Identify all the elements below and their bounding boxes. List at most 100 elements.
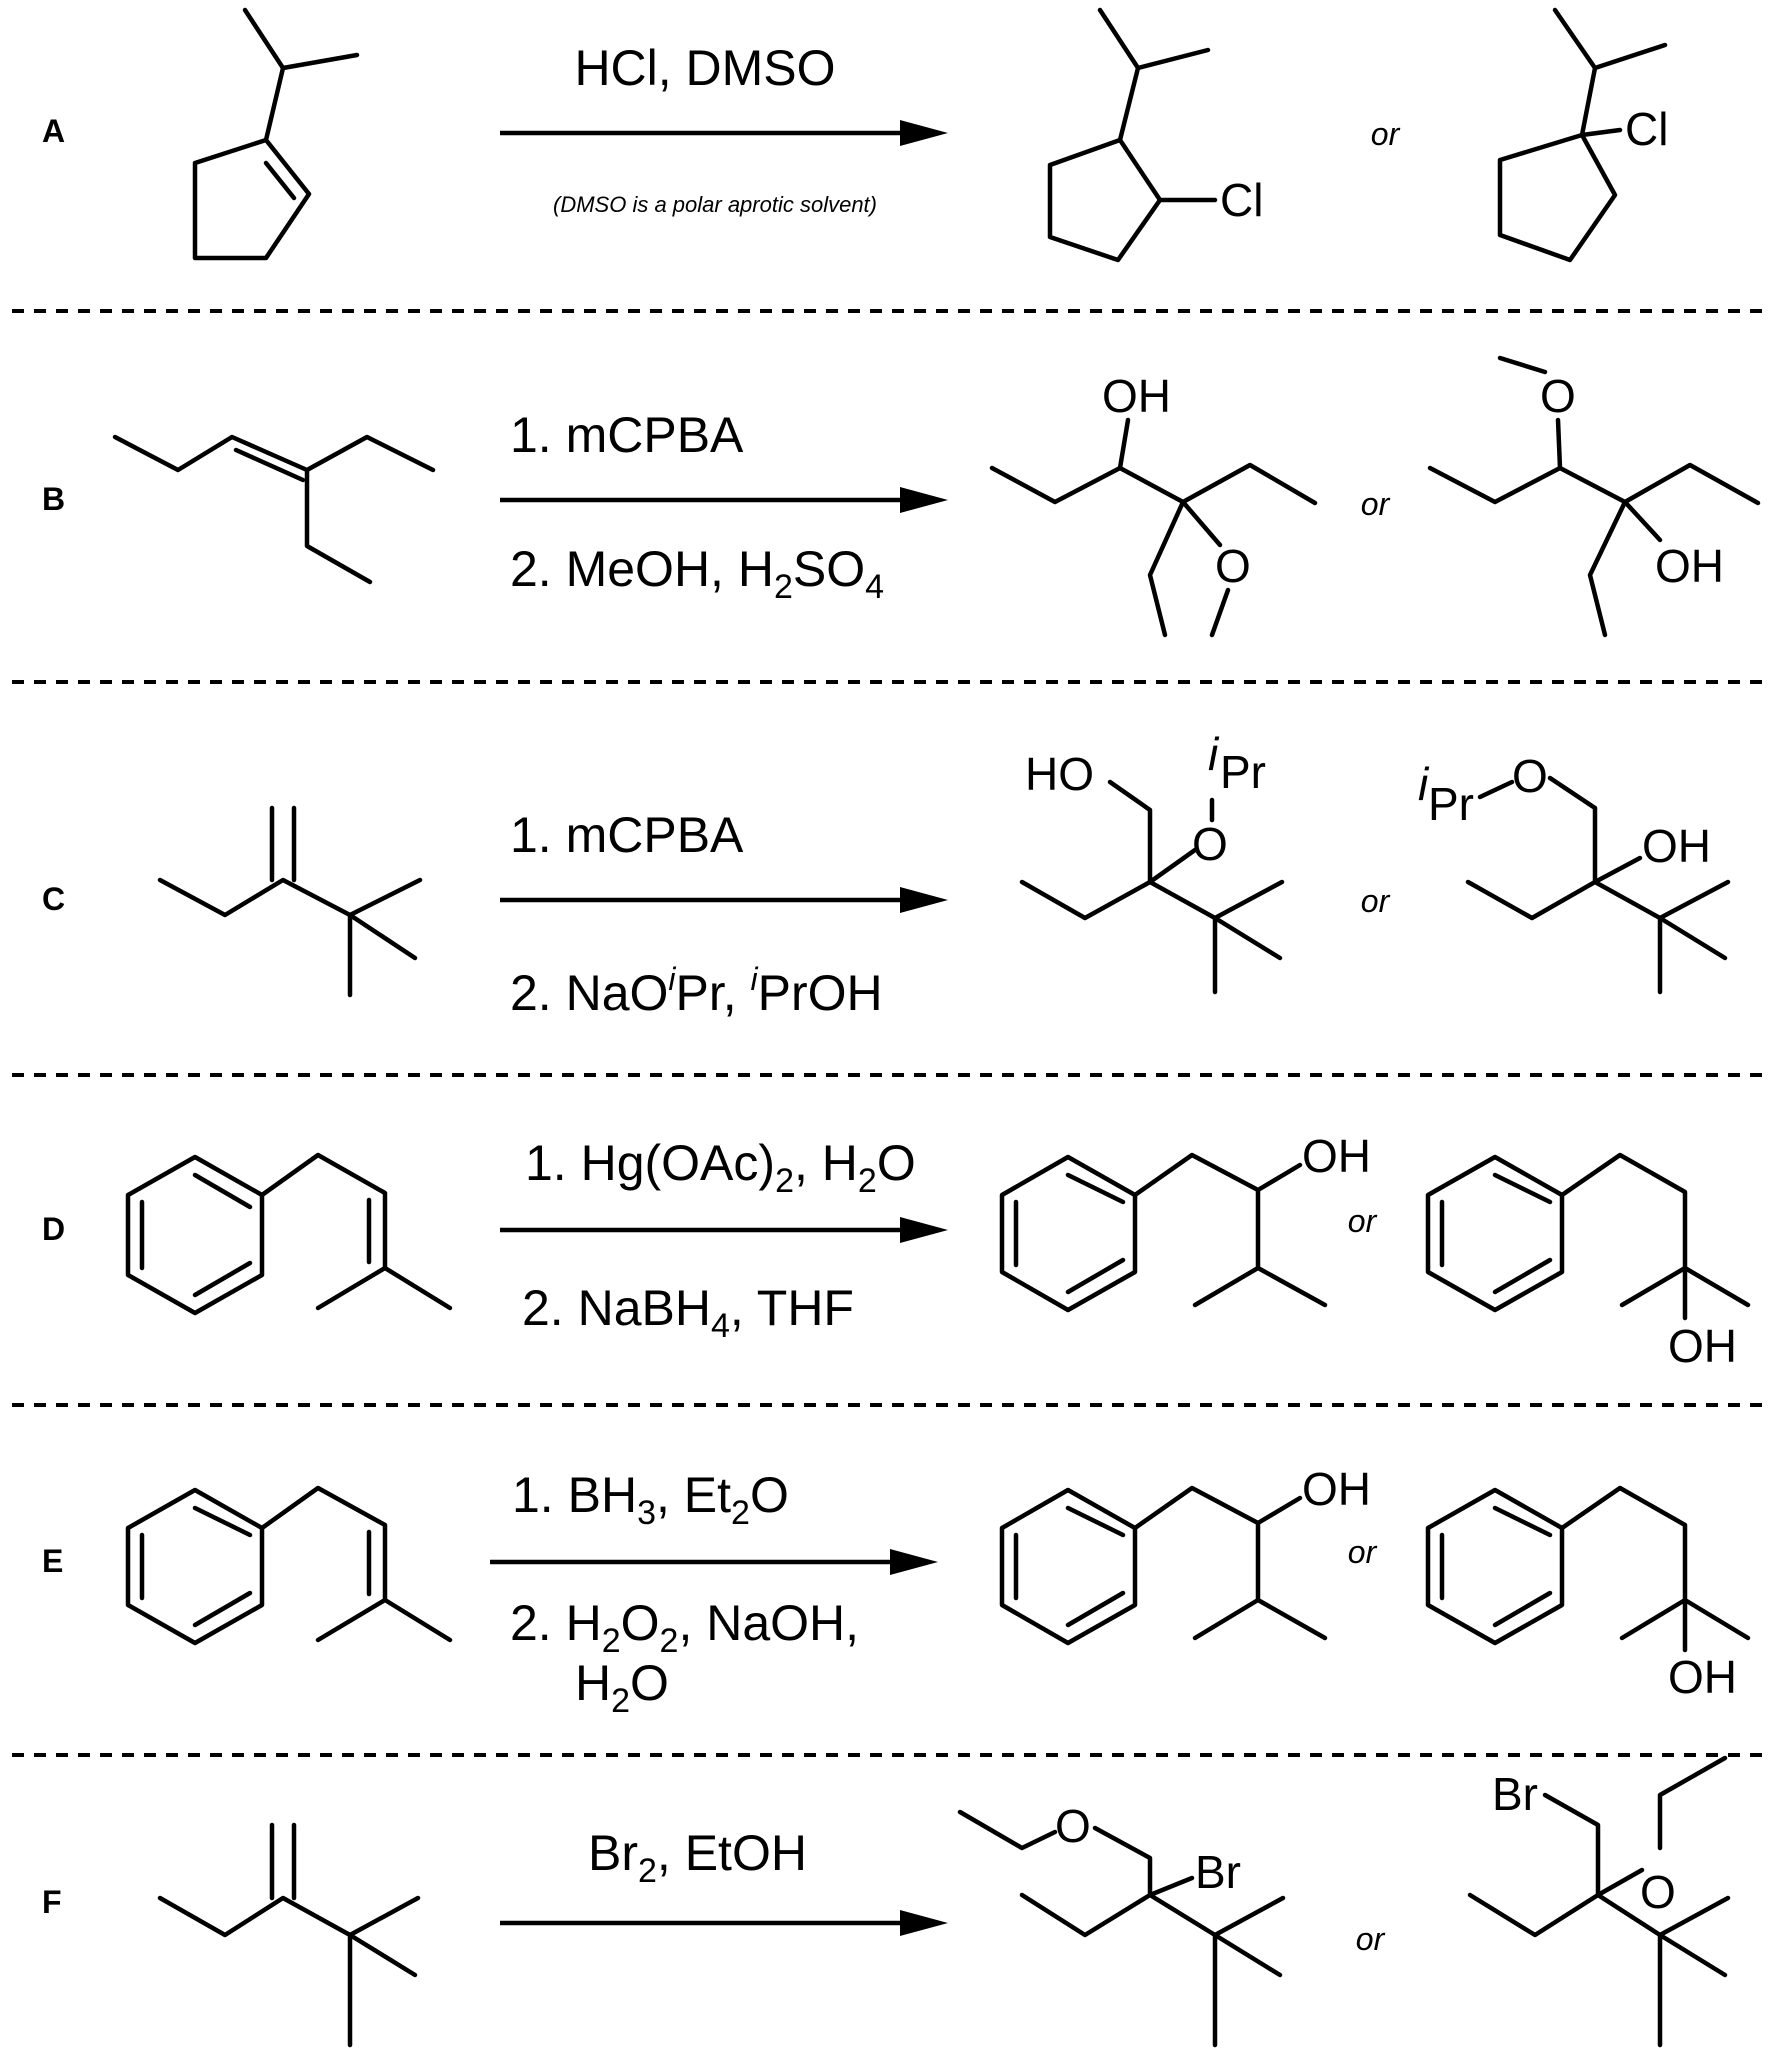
reagent-c1: 1. mCPBA [510, 807, 744, 863]
or-b: or [1361, 486, 1391, 522]
atom-oh-b1: OH [1102, 370, 1171, 422]
atom-ipr-c2: Pr [1428, 778, 1474, 830]
reagent-b2-sub2: 4 [865, 568, 884, 606]
reagent-c2-text2: Pr, [676, 965, 751, 1021]
reagent-c2: 2. NaOiPr, iPrOH [510, 961, 883, 1021]
atom-ipr-sup-c2: i [1418, 758, 1430, 810]
reagent-e1-text3: O [750, 1467, 789, 1523]
reagent-e2: 2. H2O2, NaOH, [510, 1595, 859, 1660]
row-a: A HCl, DMSO (DMSO is a polar aprotic sol… [42, 7, 1668, 263]
reagent-e2-sub2: 2 [660, 1622, 679, 1660]
reagent-c2-sup1: i [668, 961, 676, 997]
atom-br-f1: Br [1195, 1846, 1241, 1898]
reagent-note-a: (DMSO is a polar aprotic solvent) [553, 192, 877, 217]
atom-ho-c1: HO [1025, 748, 1094, 800]
reagent-e1-sub2: 2 [731, 1494, 750, 1532]
atom-o-b2: O [1540, 370, 1576, 422]
product-a2: Cl [1497, 7, 1668, 263]
product-f1: O Br [957, 1800, 1286, 2048]
reagent-b2-text2: SO [793, 541, 865, 597]
product-b1: OH O [989, 370, 1318, 638]
reactant-d [125, 1152, 453, 1316]
reagent-c2-text3: PrOH [758, 965, 883, 1021]
row-separators [12, 309, 1762, 1757]
row-c: C 1. mCPBA 2. NaOiPr, iPrOH HO O i Pr or… [42, 728, 1731, 1021]
reagent-e2-sub1: 2 [602, 1622, 621, 1660]
or-d: or [1348, 1203, 1378, 1239]
row-label-a: A [42, 113, 65, 149]
reagent-b2-text: 2. MeOH, H [510, 541, 774, 597]
reagent-d2: 2. NaBH4, THF [522, 1280, 854, 1345]
row-label-b: B [42, 481, 65, 517]
reagent-d1-sub2: 2 [858, 1162, 877, 1200]
or-f: or [1356, 1921, 1386, 1957]
product-f2: Br O [1467, 1755, 1731, 2048]
atom-br-f2: Br [1492, 1768, 1538, 1820]
row-d: D 1. Hg(OAc)2, H2O 2. NaBH4, THF OH or O… [42, 1130, 1751, 1372]
reagent-e3-sub: 2 [611, 1682, 630, 1720]
row-label-e: E [42, 1543, 63, 1579]
product-b2: O OH [1427, 355, 1761, 638]
reagent-e2-text: 2. H [510, 1595, 602, 1651]
atom-oh-d2: OH [1668, 1320, 1737, 1372]
reagent-b2-sub1: 2 [774, 568, 793, 606]
reagent-e1-text2: , Et [656, 1467, 731, 1523]
reagent-e1-sub1: 3 [637, 1494, 656, 1532]
row-f: F Br2, EtOH O Br or Br O [42, 1755, 1731, 2048]
atom-ipr-c1: Pr [1220, 746, 1266, 798]
reagent-d1-sub1: 2 [775, 1162, 794, 1200]
reagent-d1-text3: O [877, 1135, 916, 1191]
atom-oh-e1: OH [1302, 1463, 1371, 1515]
atom-o-c2: O [1512, 750, 1548, 802]
product-d1: OH [999, 1130, 1371, 1313]
atom-ipr-sup-c1: i [1208, 728, 1220, 780]
reagent-d1: 1. Hg(OAc)2, H2O [525, 1135, 916, 1200]
reagent-e3: H2O [575, 1655, 669, 1720]
row-b: B 1. mCPBA 2. MeOH, H2SO4 OH O or O OH [42, 355, 1761, 638]
product-e2: OH [1425, 1485, 1751, 1703]
reagent-d2-sub: 4 [711, 1307, 730, 1345]
product-c1: HO O i Pr [1019, 728, 1285, 995]
reagent-f-text: Br [588, 1825, 638, 1881]
row-e: E 1. BH3, Et2O 2. H2O2, NaOH, H2O OH or … [42, 1463, 1751, 1720]
row-label-f: F [42, 1884, 62, 1920]
reagent-e2-text3: , NaOH, [678, 1595, 859, 1651]
product-d2: OH [1425, 1152, 1751, 1372]
row-label-c: C [42, 881, 65, 917]
reagent-e1-text: 1. BH [512, 1467, 637, 1523]
atom-o-f1: O [1055, 1800, 1091, 1852]
reactant-b [112, 434, 436, 585]
reactant-c [157, 805, 423, 998]
reagent-d2-text2: , THF [730, 1280, 854, 1336]
atom-o-b1: O [1215, 540, 1251, 592]
atom-cl-a2: Cl [1625, 103, 1668, 155]
atom-oh-c2: OH [1642, 820, 1711, 872]
reagent-e3-text: H [575, 1655, 611, 1711]
or-a: or [1371, 116, 1401, 152]
atom-o-f2: O [1640, 1866, 1676, 1918]
atom-oh-d1: OH [1302, 1130, 1371, 1182]
atom-o-c1: O [1192, 818, 1228, 870]
product-c2: i Pr O OH [1418, 750, 1731, 995]
reactant-a [192, 7, 360, 261]
atom-oh-e2: OH [1668, 1651, 1737, 1703]
reagent-e3-text2: O [630, 1655, 669, 1711]
reagent-d1-text2: , H [794, 1135, 858, 1191]
reagent-b2: 2. MeOH, H2SO4 [510, 541, 884, 606]
reactant-e [125, 1485, 453, 1646]
product-e1: OH [999, 1463, 1371, 1646]
atom-cl-a1: Cl [1220, 174, 1263, 226]
reagent-f-text2: , EtOH [657, 1825, 807, 1881]
reagent-b1: 1. mCPBA [510, 407, 744, 463]
reagent-d1-text: 1. Hg(OAc) [525, 1135, 775, 1191]
or-e: or [1348, 1534, 1378, 1570]
or-c: or [1361, 883, 1391, 919]
reagent-f: Br2, EtOH [588, 1825, 807, 1890]
reagent-c2-sup2: i [751, 961, 759, 997]
reagent-f-sub: 2 [638, 1852, 657, 1890]
reagent-d2-text: 2. NaBH [522, 1280, 711, 1336]
row-label-d: D [42, 1211, 65, 1247]
reagent-c2-text: 2. NaO [510, 965, 668, 1021]
